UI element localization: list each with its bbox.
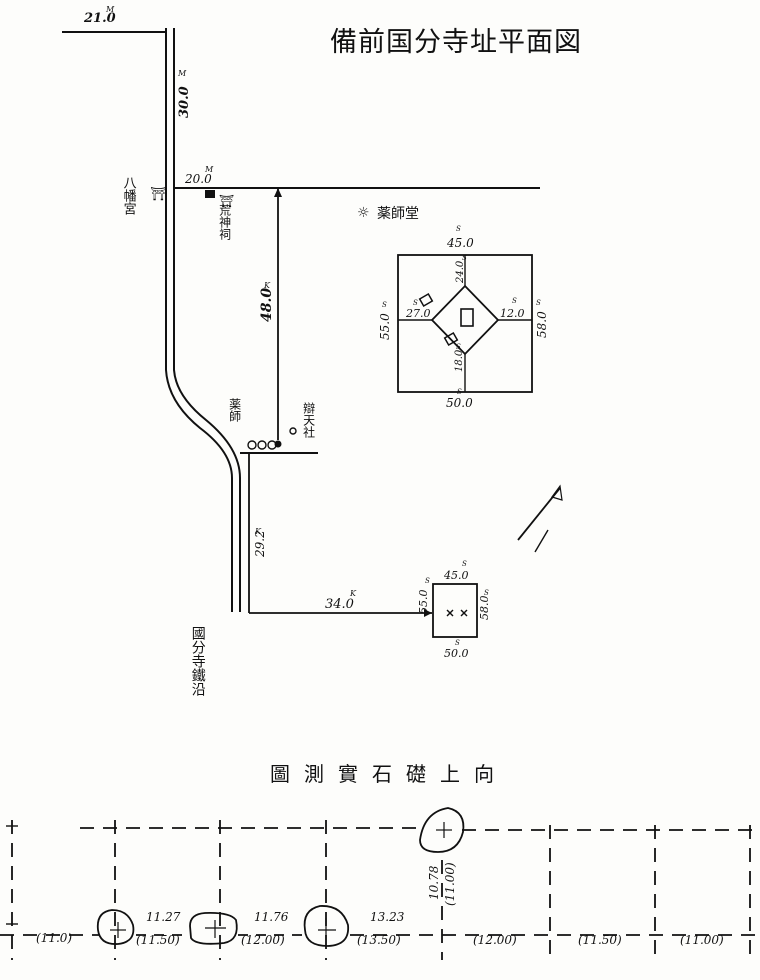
stone-2 xyxy=(189,911,238,945)
pagoda-large-center xyxy=(460,308,474,327)
label-yakushido: 薬師堂 xyxy=(377,206,419,222)
pagoda-small-right-unit: S xyxy=(484,589,489,597)
pagoda-large-right: 12.0 xyxy=(500,307,525,320)
measure-30-unit: M xyxy=(178,69,187,78)
measure-34-unit: K xyxy=(350,589,356,598)
pagoda-large-inner-bottom-unit: S xyxy=(456,343,461,351)
measure-21-unit: M xyxy=(106,5,115,14)
pagoda-large-top-unit: S xyxy=(456,225,461,233)
north-arrow-line xyxy=(517,487,561,541)
pagoda-large-bottom: 50.0 xyxy=(446,396,473,410)
stones-section-title: 圖測實石礎上向 xyxy=(270,762,508,786)
pagoda-large-inner-top: 24.0 xyxy=(455,260,466,283)
stone-value-3-top: 11.76 xyxy=(254,910,289,924)
stone-3 xyxy=(303,905,350,947)
shrine-mark-kojin xyxy=(205,190,215,198)
svg-text:⛩: ⛩ xyxy=(219,194,234,208)
measure-20-unit: M xyxy=(205,165,214,174)
stone-value-1: (11.0) xyxy=(36,931,73,945)
road-edge-right xyxy=(173,28,241,612)
label-kokubunji-road: 國分寺鐵沿 xyxy=(189,626,206,696)
svg-text:☼: ☼ xyxy=(357,205,370,221)
stone-value-8: (11.00) xyxy=(680,933,724,947)
label-yakushi: 薬師 xyxy=(227,398,242,422)
pagoda-large-inner-top-unit: S xyxy=(462,254,467,262)
pagoda-small-right: 58.0 xyxy=(478,595,491,621)
stone-value-4-top: 13.23 xyxy=(370,910,405,924)
pagoda-large-outer-right-unit: S xyxy=(536,299,541,307)
pagoda-small-bottom: 50.0 xyxy=(444,647,469,660)
stone-value-5-b: (11.00) xyxy=(443,862,457,906)
stone-value-7: (11.50) xyxy=(578,933,622,947)
svg-text:⛩: ⛩ xyxy=(150,186,167,202)
label-benten: 辯天社 xyxy=(301,402,316,438)
pagoda-small-bottom-unit: S xyxy=(455,639,460,647)
pagoda-small-left: 55.0 xyxy=(417,589,430,615)
pagoda-large-outer-right: 58.0 xyxy=(535,311,549,338)
measure-48: 48.0 xyxy=(259,287,275,322)
pagoda-small-top-unit: S xyxy=(462,560,467,568)
measure-34: 34.0 xyxy=(325,597,354,612)
pagoda-small-outline xyxy=(432,583,478,638)
pagoda-large-inner-bottom: 18.0 xyxy=(454,349,465,372)
pagoda-large-inner xyxy=(430,284,500,356)
stone-4 xyxy=(419,807,465,853)
label-hachiman: 八幡宮 xyxy=(120,176,136,215)
measure-21: 21.0 xyxy=(84,11,116,26)
page-title: 備前国分寺址平面図 xyxy=(330,27,582,58)
stone-value-5-a: 10.78 xyxy=(427,865,441,900)
label-kojin: 荒神祠 xyxy=(217,204,232,240)
pagoda-large-outer-left-unit: S xyxy=(382,301,387,309)
pagoda-large-top: 45.0 xyxy=(447,236,474,250)
measure-292-unit: K xyxy=(255,527,261,536)
stone-1 xyxy=(96,909,135,945)
stone-value-3-bottom: (12.00) xyxy=(241,933,285,947)
pagoda-small-top: 45.0 xyxy=(444,569,469,582)
measure-20: 20.0 xyxy=(185,172,212,186)
road-edge-left xyxy=(165,28,233,612)
measure-30: 30.0 xyxy=(177,86,192,118)
measure-48-unit: K xyxy=(264,281,270,290)
stone-value-4-bottom: (13.50) xyxy=(357,933,401,947)
pagoda-large-left: 27.0 xyxy=(406,307,431,320)
pagoda-large-right-unit: S xyxy=(512,297,517,305)
pagoda-small-left-unit: S xyxy=(425,577,430,585)
pagoda-large-left-unit: S xyxy=(413,299,418,307)
stone-value-2-bottom: (11.50) xyxy=(136,933,180,947)
stone-value-6: (12.00) xyxy=(473,933,517,947)
pagoda-large-bottom-unit: S xyxy=(457,388,462,396)
pagoda-large-outer-left: 55.0 xyxy=(378,313,392,340)
stone-value-2-top: 11.27 xyxy=(146,910,181,924)
